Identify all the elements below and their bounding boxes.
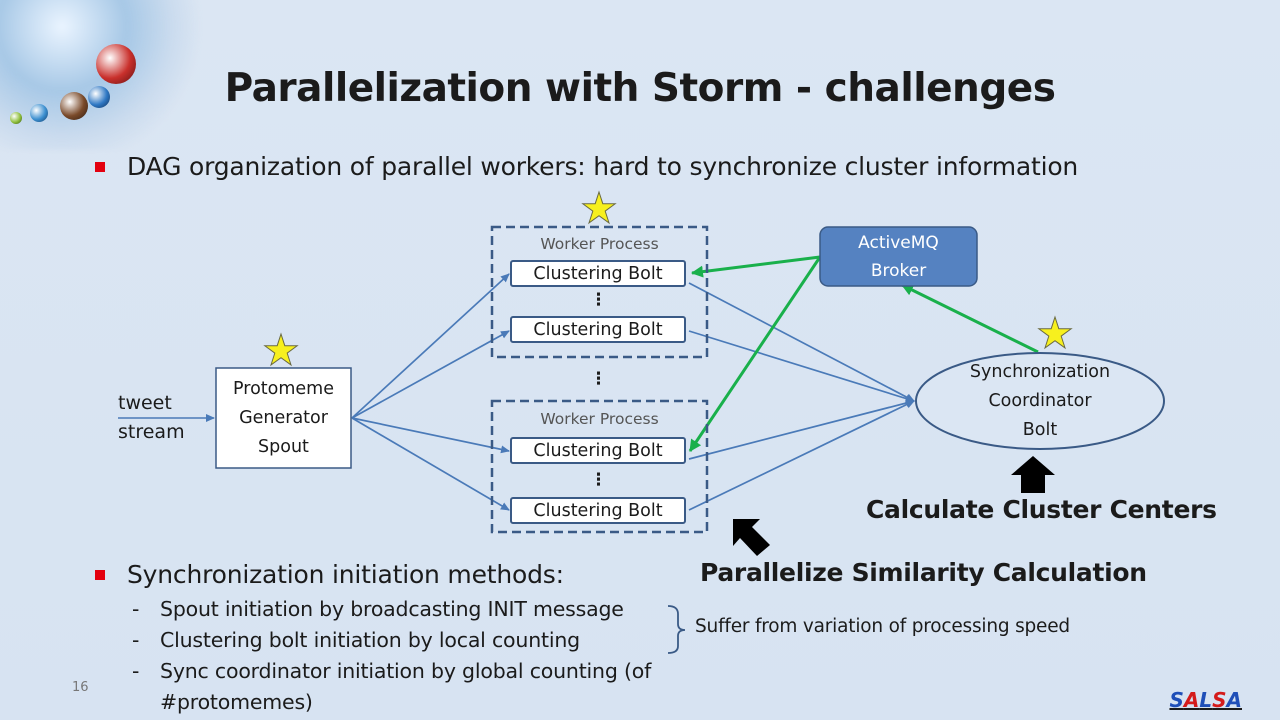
edge-spout-bolt3 — [351, 417, 510, 454]
input-label: tweet stream — [118, 392, 185, 443]
bullet-sync-methods: Synchronization initiation methods: — [127, 560, 564, 589]
sub-bullet-marker: - — [132, 659, 140, 683]
broker-label: ActiveMQ Broker — [858, 233, 939, 281]
salsa-logo: SALSA — [1169, 688, 1242, 712]
orb-decoration — [96, 44, 136, 84]
callout-cluster-centers: Calculate Cluster Centers — [866, 495, 1217, 524]
slide-number: 16 — [72, 680, 89, 695]
worker-process-box-2 — [490, 399, 709, 534]
clustering-bolt: Clustering Bolt — [510, 316, 686, 343]
slide-title: Parallelization with Storm - challenges — [224, 66, 1056, 111]
spout-label: Protomeme Generator Spout — [233, 379, 334, 457]
vertical-dots: ⋮ — [590, 470, 607, 490]
sync-broker-bolt1 — [691, 255, 821, 278]
orb-decoration — [88, 86, 110, 108]
brace-note: Suffer from variation of processing spee… — [695, 616, 1070, 637]
bullet-square — [95, 570, 105, 580]
spout-box — [215, 367, 352, 469]
sub-bullet-marker: - — [132, 597, 140, 621]
clustering-bolt: Clustering Bolt — [510, 497, 686, 524]
star-icon — [581, 190, 617, 225]
edge-spout-bolt2 — [351, 330, 510, 419]
black-arrow-diagonal-icon — [733, 519, 770, 556]
coordinator-label: Synchronization Coordinator Bolt — [969, 362, 1111, 440]
bullet-dag: DAG organization of parallel workers: ha… — [127, 152, 1079, 181]
edge-bolt4-coord — [688, 400, 915, 511]
edge-bolt3-coord — [688, 399, 915, 460]
edge-spout-bolt4 — [351, 417, 510, 511]
bullet-square — [95, 162, 105, 172]
clustering-bolt: Clustering Bolt — [510, 437, 686, 464]
orb-decoration — [60, 92, 88, 120]
worker-process-label: Worker Process — [540, 410, 659, 428]
edge-bolt1-coord — [688, 282, 915, 402]
sub-bullet-marker: - — [132, 628, 140, 652]
coordinator-ellipse — [915, 352, 1165, 450]
orb-decoration — [10, 112, 22, 124]
vertical-dots: ⋮ — [590, 369, 607, 389]
vertical-dots: ⋮ — [590, 290, 607, 310]
clustering-bolt: Clustering Bolt — [510, 260, 686, 287]
sub-bullet-item: Clustering bolt initiation by local coun… — [160, 628, 580, 652]
edge-spout-bolt1 — [351, 273, 510, 419]
worker-process-box-1 — [490, 225, 709, 359]
sync-broker-bolt3 — [688, 256, 822, 452]
star-icon — [263, 332, 299, 367]
star-icon — [1037, 315, 1073, 350]
sub-bullet-item: Sync coordinator initiation by global co… — [160, 659, 652, 683]
sub-bullet-item: Spout initiation by broadcasting INIT me… — [160, 597, 624, 621]
sub-bullet-item-continued: #protomemes) — [160, 690, 313, 714]
orb-decoration — [30, 104, 48, 122]
black-arrow-up-icon — [1011, 456, 1055, 493]
callout-similarity: Parallelize Similarity Calculation — [700, 558, 1147, 587]
brace — [667, 605, 686, 654]
edge-bolt2-coord — [688, 330, 915, 403]
broker-box — [819, 226, 978, 287]
worker-process-label: Worker Process — [540, 235, 659, 253]
sync-coord-broker — [901, 283, 1039, 354]
